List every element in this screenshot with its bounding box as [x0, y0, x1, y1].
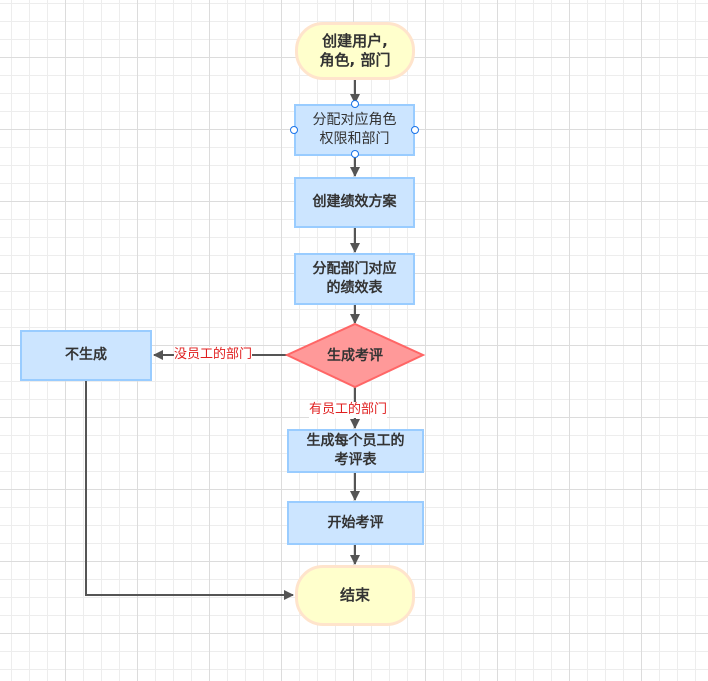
connection-handle-bottom[interactable]: [351, 150, 359, 158]
gen-tables-node[interactable]: 生成每个员工的 考评表: [287, 429, 424, 473]
assign-tables-node[interactable]: 分配部门对应 的绩效表: [294, 253, 415, 305]
create-plan-node[interactable]: 创建绩效方案: [294, 177, 415, 228]
decision-node-label: 生成考评: [327, 348, 383, 364]
assign-roles-node-label: 分配对应角色 权限和部门: [312, 112, 397, 147]
decision-node[interactable]: 生成考评: [300, 340, 410, 370]
start-node-label: 创建用户, 角色, 部门: [319, 32, 391, 69]
decision-diamond-shape[interactable]: [284, 322, 426, 389]
gen-tables-node-label: 生成每个员工的 考评表: [306, 433, 405, 468]
no-generate-node[interactable]: 不生成: [20, 330, 152, 381]
edge-label-has-employees: 有员工的部门: [309, 402, 388, 418]
edge-label-no-employees: 没员工的部门: [174, 347, 253, 363]
start-review-node[interactable]: 开始考评: [287, 501, 424, 545]
connection-handle-left[interactable]: [290, 126, 298, 134]
edge-no-generate-to-end[interactable]: [85, 381, 294, 600]
create-plan-node-label: 创建绩效方案: [312, 194, 397, 210]
end-node[interactable]: 结束: [295, 565, 415, 626]
start-review-node-label: 开始考评: [327, 514, 384, 531]
start-node[interactable]: 创建用户, 角色, 部门: [295, 22, 415, 80]
connection-handle-top[interactable]: [351, 100, 359, 108]
connection-handle-right[interactable]: [411, 126, 419, 134]
end-node-label: 结束: [339, 586, 370, 604]
no-generate-node-label: 不生成: [65, 347, 107, 363]
assign-tables-node-label: 分配部门对应 的绩效表: [312, 261, 397, 296]
assign-roles-node[interactable]: 分配对应角色 权限和部门: [294, 104, 415, 156]
